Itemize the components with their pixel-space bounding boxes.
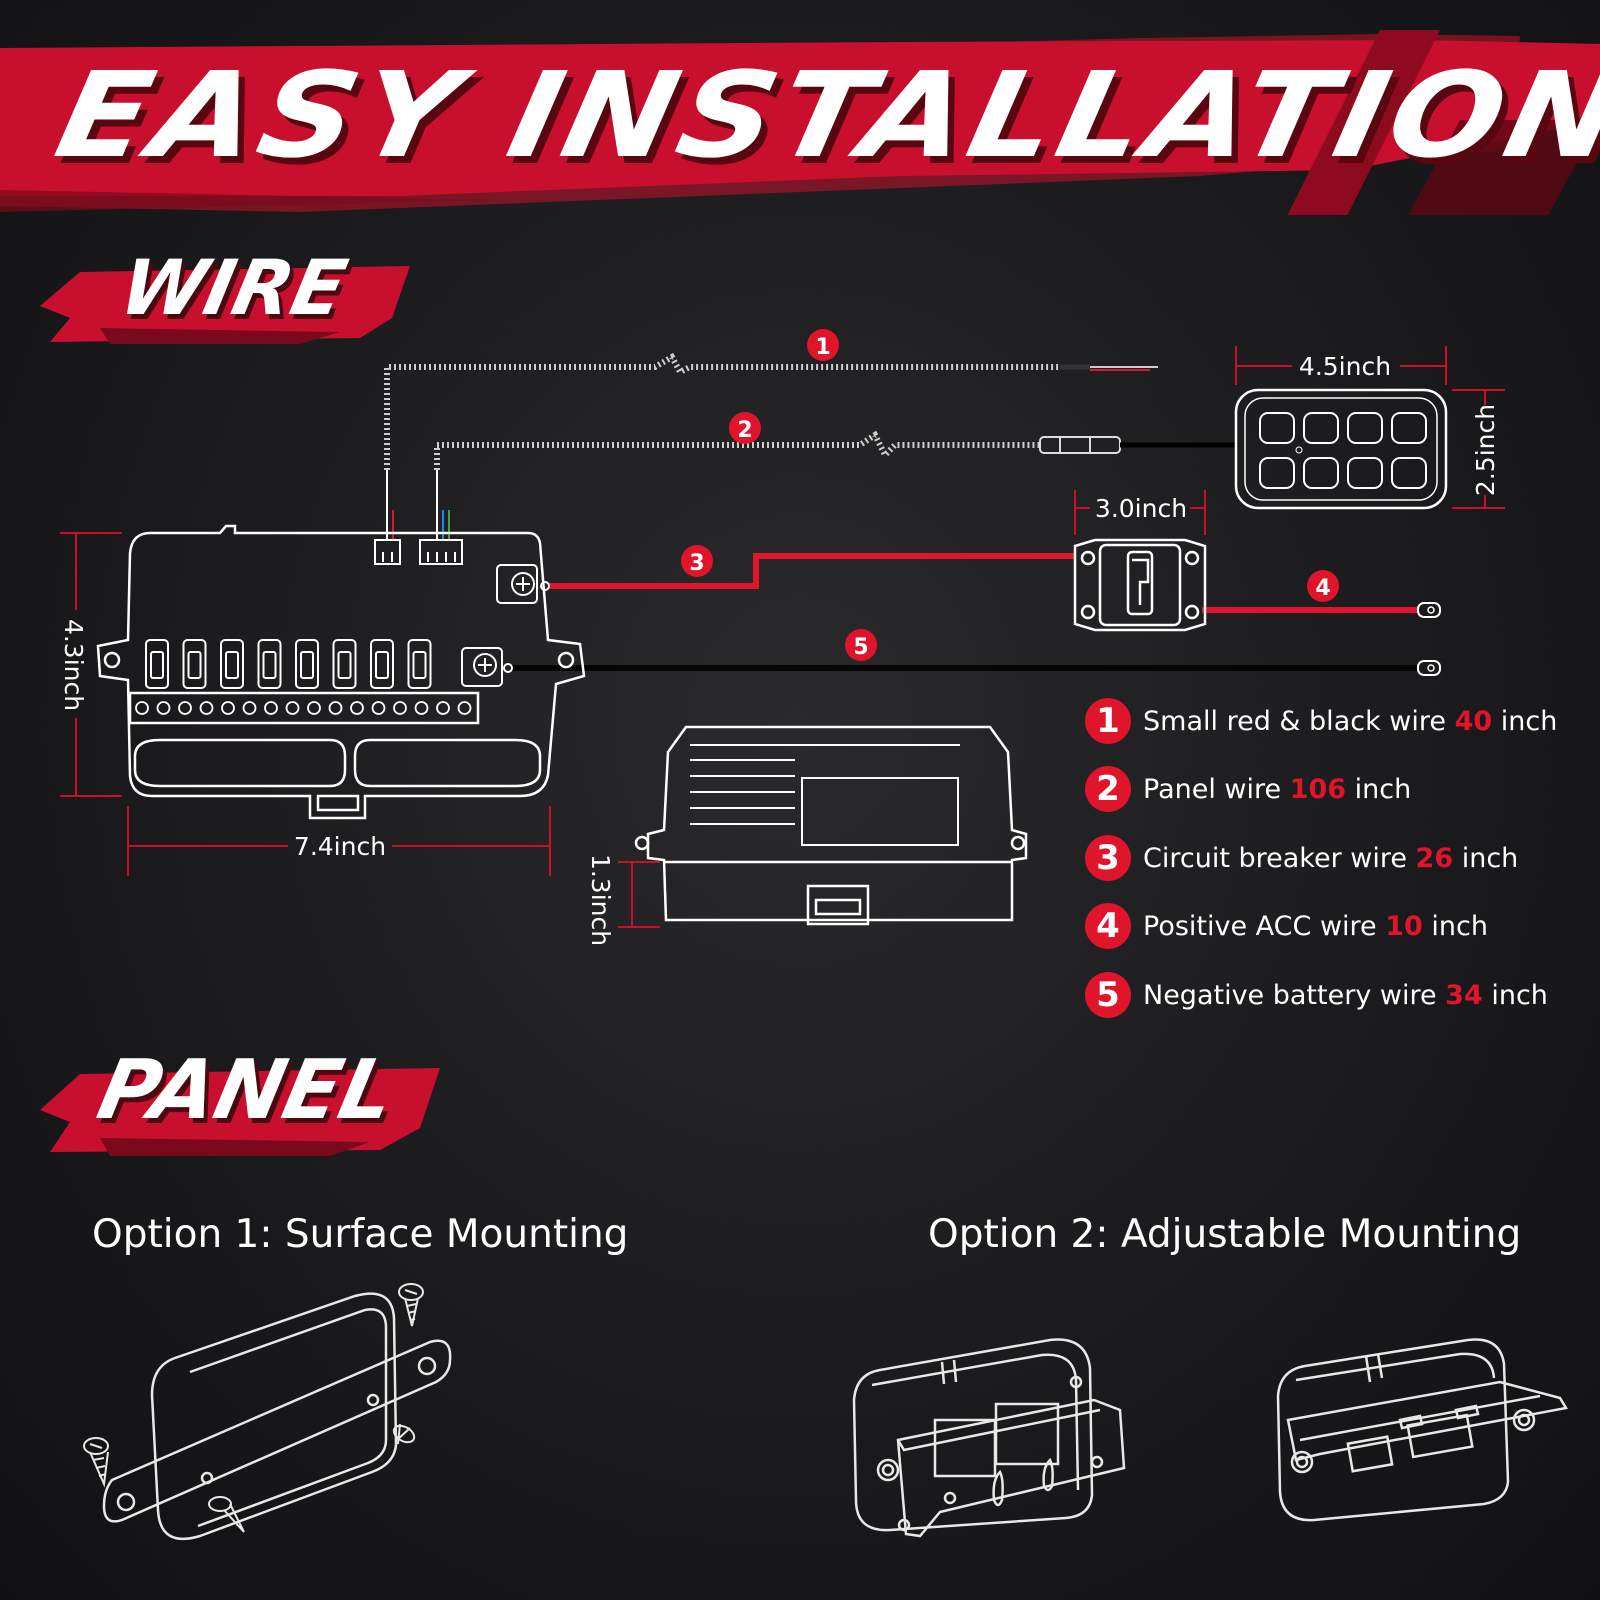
legend-badge: 2 [1085, 766, 1131, 812]
wire-heading-brush [40, 266, 410, 344]
title-banner [0, 30, 1600, 215]
svg-text:2: 2 [737, 418, 752, 443]
adjustable-mount-illustration-1 [852, 1338, 1126, 1538]
terminal-stud [285, 701, 300, 715]
legend-value: 26 [1415, 842, 1454, 874]
box-height-label: 4.3inch [59, 619, 88, 711]
terminal-stud [307, 701, 321, 715]
legend-badge: 1 [1085, 698, 1131, 744]
panel-width-label: 4.5inch [1299, 352, 1391, 381]
terminal-block [135, 701, 472, 715]
terminal-stud [371, 701, 386, 715]
fuse-slot [220, 639, 244, 689]
legend-item-3: 3 Circuit breaker wire 26 inch [1085, 834, 1518, 882]
fuse-slots [145, 639, 432, 689]
legend-value: 34 [1445, 979, 1483, 1011]
terminal-stud [264, 701, 278, 715]
legend-label: Circuit breaker wire 26 inch [1143, 842, 1519, 874]
svg-text:1: 1 [815, 335, 830, 360]
box-connectors [374, 539, 463, 565]
surface-mount-illustration [83, 1283, 452, 1541]
wire-3-red [548, 553, 1075, 589]
legend-badge: 5 [1085, 972, 1131, 1018]
terminal-stud [178, 701, 192, 715]
box-width-label: 7.4inch [294, 832, 386, 861]
legend-item-5: 5 Negative battery wire 34 inch [1085, 971, 1548, 1019]
fuse-slot [370, 639, 394, 689]
panel-dimension-lines [1235, 346, 1505, 509]
circuit-breaker [1073, 538, 1207, 632]
terminal-stud [457, 701, 472, 715]
legend-label: Positive ACC wire 10 inch [1143, 910, 1488, 942]
wire-callout-2: 2 [729, 412, 761, 444]
adjustable-mount-illustration-2 [1276, 1338, 1568, 1522]
terminal-stud [350, 701, 364, 715]
legend-label: Negative battery wire 34 inch [1143, 979, 1548, 1011]
wire-callout-3: 3 [681, 545, 713, 577]
terminal-stud [328, 701, 343, 715]
legend-badge: 4 [1085, 903, 1131, 949]
wire-2-braided [434, 430, 1236, 470]
fuse-slot [145, 639, 169, 689]
legend-value: 10 [1385, 910, 1423, 942]
terminal-stud [393, 701, 407, 715]
breaker-width-label: 3.0inch [1095, 494, 1187, 523]
svg-text:3: 3 [689, 551, 704, 576]
wire-1-braided [384, 352, 1158, 470]
fuse-slot [182, 639, 207, 689]
legend-value: 40 [1454, 705, 1493, 737]
negative-terminal-bolt [461, 647, 513, 687]
legend-item-2: 2 Panel wire 106 inch [1085, 765, 1411, 813]
panel-height-label: 2.5inch [1471, 404, 1500, 496]
wire-callout-4: 4 [1307, 570, 1339, 602]
fuse-slot [407, 639, 432, 689]
legend-label: Small red & black wire 40 inch [1143, 705, 1558, 737]
box-depth-label: 1.3inch [586, 854, 615, 946]
lid-depth-dimension-lines [618, 861, 660, 928]
option-2-label: Option 2: Adjustable Mounting [928, 1212, 1522, 1257]
terminal-stud [156, 701, 171, 715]
control-box-front [96, 524, 586, 820]
box-dimension-lines [60, 532, 551, 876]
terminal-stud [221, 701, 235, 715]
legend-value: 106 [1289, 773, 1347, 805]
legend-item-1: 1 Small red & black wire 40 inch [1085, 697, 1557, 745]
control-box-lid [634, 725, 1028, 926]
terminal-stud [436, 701, 450, 715]
panel-heading-brush [40, 1068, 440, 1156]
terminal-stud [199, 701, 214, 715]
positive-terminal-bolt [496, 564, 550, 604]
legend-item-4: 4 Positive ACC wire 10 inch [1085, 902, 1488, 950]
switch-panel [1234, 388, 1448, 510]
fuse-slot [332, 639, 357, 689]
fuse-slot [257, 639, 282, 689]
terminal-stud [242, 701, 257, 715]
legend-label: Panel wire 106 inch [1143, 773, 1412, 805]
svg-text:4: 4 [1315, 576, 1330, 601]
option-1-label: Option 1: Surface Mounting [92, 1212, 629, 1257]
terminal-stud [135, 701, 149, 715]
legend-badge: 3 [1085, 835, 1131, 881]
wire-callout-1: 1 [807, 329, 839, 361]
fuse-slot [295, 639, 319, 689]
svg-text:5: 5 [853, 635, 868, 660]
terminal-stud [414, 701, 429, 715]
wire-callout-5: 5 [845, 629, 877, 661]
breaker-dimension-lines [1074, 490, 1206, 535]
